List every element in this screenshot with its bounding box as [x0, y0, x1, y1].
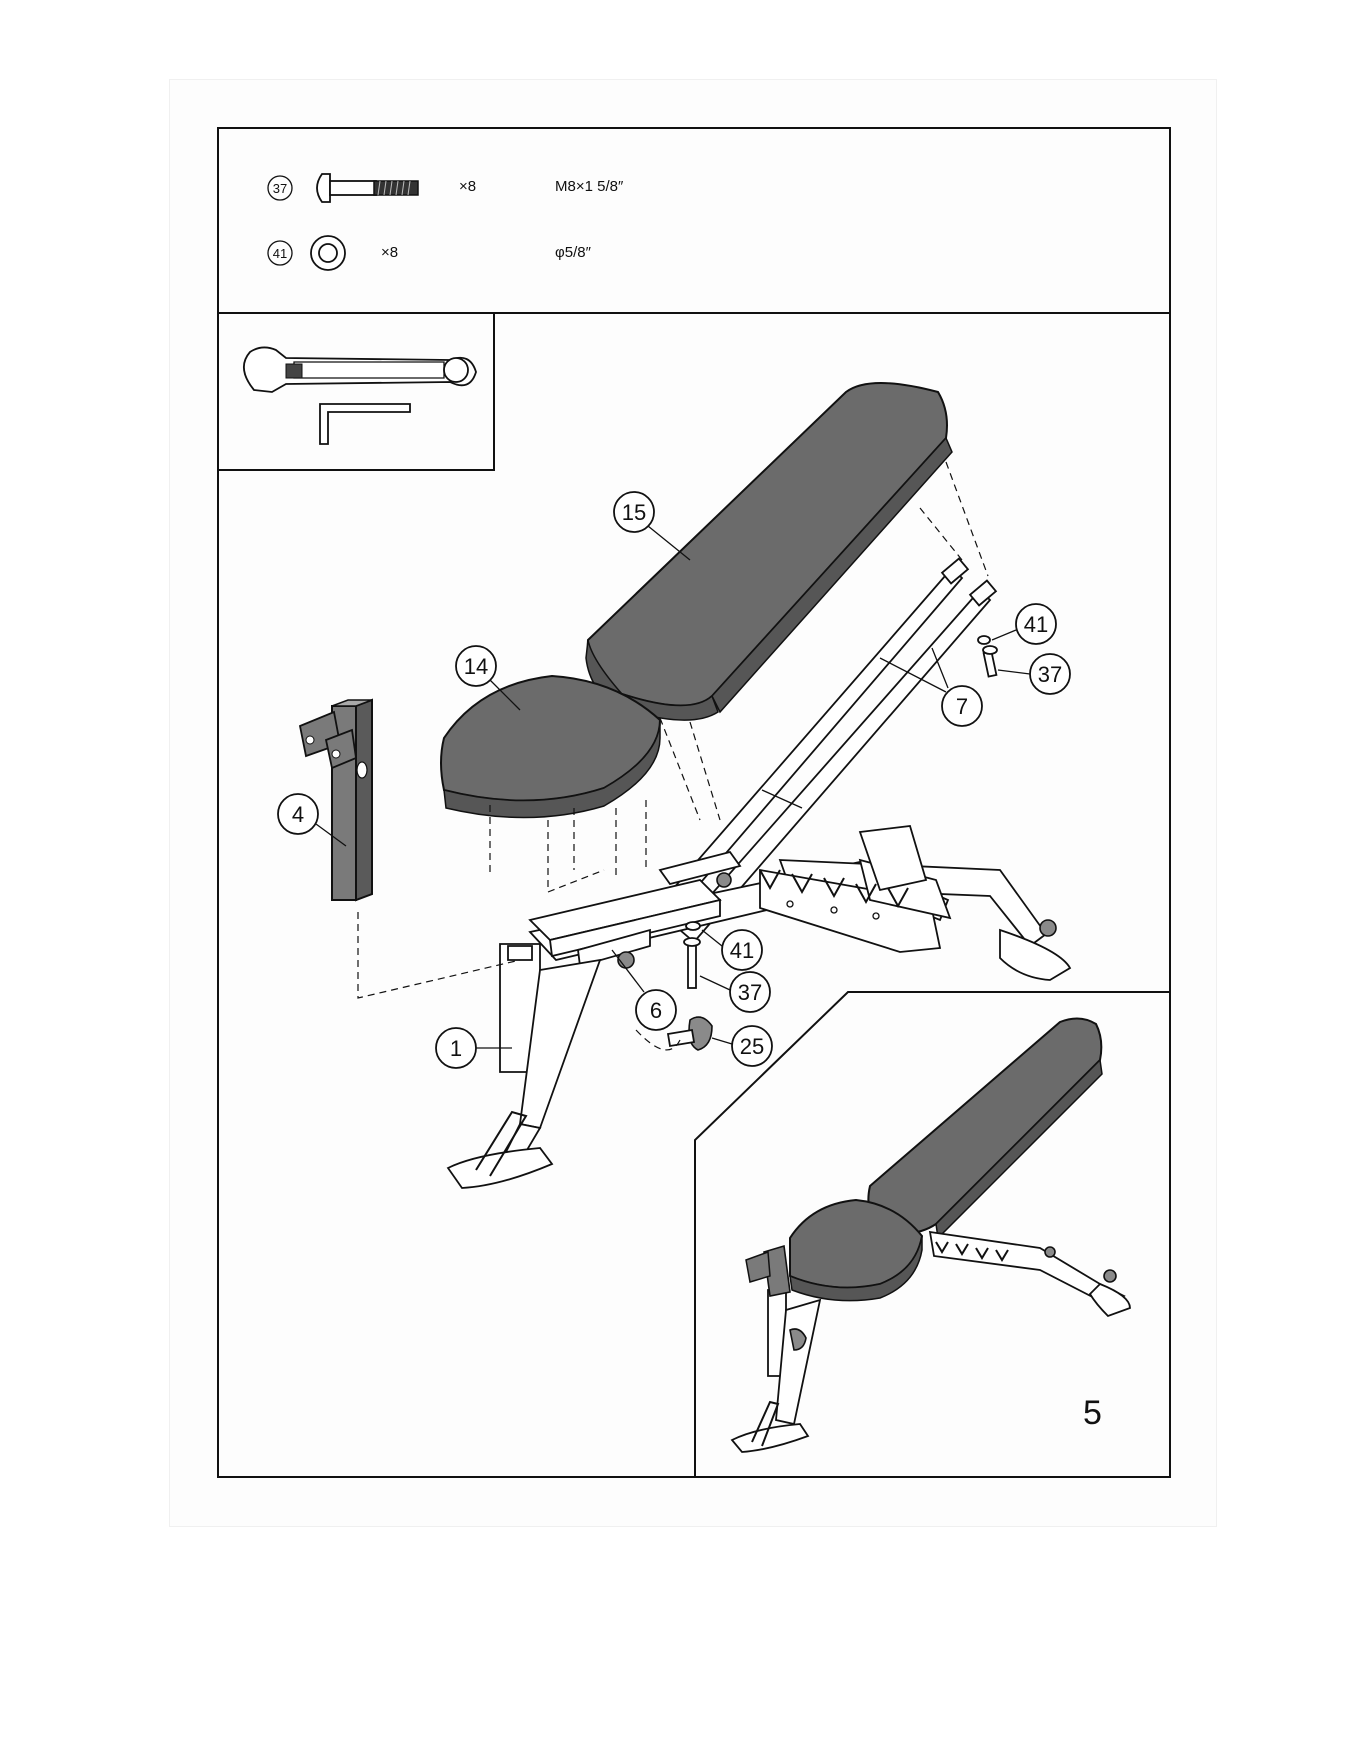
wrench-icon [244, 347, 476, 392]
svg-text:25: 25 [740, 1034, 764, 1059]
seat-frame [530, 852, 740, 968]
part-37-label: 37 [268, 176, 292, 200]
svg-text:41: 41 [273, 246, 287, 261]
knob [668, 1017, 712, 1050]
callout-37-lower: 37 [700, 972, 770, 1012]
bolt-icon [317, 174, 418, 202]
seat-pad [441, 676, 660, 818]
assembled-bench [732, 1018, 1130, 1452]
callout-37-upper: 37 [998, 654, 1070, 694]
svg-text:37: 37 [738, 980, 762, 1005]
svg-text:14: 14 [464, 654, 488, 679]
svg-text:41: 41 [730, 938, 754, 963]
front-leg [448, 944, 600, 1188]
callout-41-upper: 41 [992, 604, 1056, 644]
washer-lower [686, 922, 700, 930]
back-pad [586, 383, 952, 720]
svg-text:1: 1 [450, 1036, 462, 1061]
svg-text:41: 41 [1024, 612, 1048, 637]
svg-text:7: 7 [956, 694, 968, 719]
part-41-label: 41 [268, 241, 292, 265]
svg-text:6: 6 [650, 998, 662, 1023]
allen-key-icon [320, 404, 410, 444]
callout-41-lower: 41 [702, 930, 762, 970]
callout-25: 25 [712, 1026, 772, 1066]
callout-15: 15 [614, 492, 690, 560]
svg-text:15: 15 [622, 500, 646, 525]
svg-text:37: 37 [273, 181, 287, 196]
washer-icon [311, 236, 345, 270]
bolt-lower [684, 938, 700, 988]
callout-6: 6 [612, 950, 676, 1030]
svg-text:4: 4 [292, 802, 304, 827]
svg-text:37: 37 [1038, 662, 1062, 687]
washer-upper [978, 636, 990, 644]
bolt-upper [983, 646, 997, 677]
